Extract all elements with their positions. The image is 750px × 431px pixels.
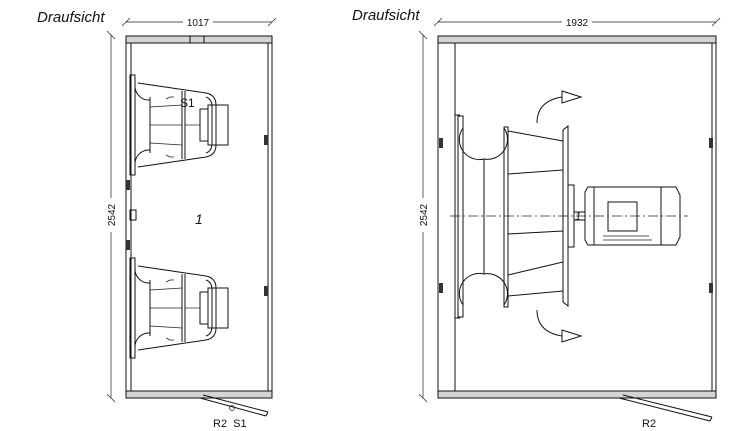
left-position-label: 1 bbox=[195, 211, 203, 227]
airflow-arrow-top-icon bbox=[536, 90, 583, 124]
left-view-title: Draufsicht bbox=[37, 9, 105, 26]
right-position-label: 1 bbox=[575, 211, 581, 223]
left-fan-bottom bbox=[129, 257, 229, 359]
left-height-dimension: 2542 bbox=[105, 30, 118, 403]
left-housing-frame bbox=[125, 35, 273, 399]
right-fan bbox=[450, 115, 688, 318]
left-width-dimension: 1017 bbox=[121, 16, 277, 29]
left-height-value: 2542 bbox=[107, 203, 118, 226]
right-height-dimension: 2542 bbox=[417, 30, 430, 403]
right-view-title: Draufsicht bbox=[352, 7, 420, 24]
right-width-value: 1932 bbox=[566, 18, 589, 29]
right-door-label: R2 bbox=[642, 418, 656, 430]
right-housing-frame bbox=[437, 35, 717, 399]
s1-label: S1 bbox=[180, 96, 195, 110]
right-view: Draufsicht 1932 2542 bbox=[352, 7, 721, 430]
left-door-label: R2 S1 bbox=[213, 418, 247, 430]
right-width-dimension: 1932 bbox=[433, 16, 721, 29]
left-door bbox=[199, 394, 269, 417]
right-door bbox=[618, 394, 713, 422]
left-view: Draufsicht 1017 2542 bbox=[37, 9, 277, 430]
right-height-value: 2542 bbox=[419, 203, 430, 226]
left-width-value: 1017 bbox=[187, 18, 210, 29]
left-fan-top bbox=[129, 74, 229, 176]
airflow-arrow-bottom-icon bbox=[536, 309, 583, 343]
